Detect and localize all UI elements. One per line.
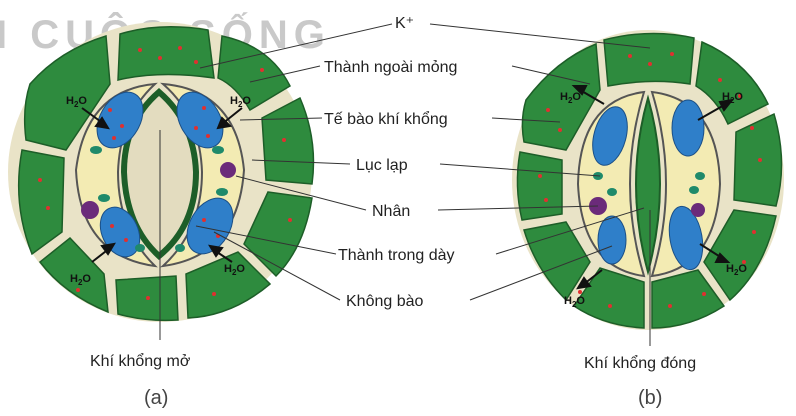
panel-label-a: (a) (144, 387, 168, 409)
chloroplast (216, 188, 228, 196)
chloroplast (98, 194, 110, 202)
label-guard-cell: Tế bào khí khổng (324, 110, 448, 128)
chloroplast (695, 172, 705, 180)
chloroplast (175, 244, 185, 252)
chloroplast (212, 146, 224, 154)
vacuole (598, 216, 626, 264)
label-nucleus: Nhân (372, 203, 410, 220)
label-vacuole: Không bào (346, 293, 424, 310)
nucleus (81, 201, 99, 219)
label-inner-wall: Thành trong dày (338, 247, 455, 264)
panel-label-b: (b) (638, 387, 662, 409)
label-chloroplast: Lục lạp (356, 157, 408, 174)
chloroplast (135, 244, 145, 252)
vacuole (672, 100, 704, 156)
chloroplast (90, 146, 102, 154)
open-stoma-figure: H2O H2O H2O H2O (8, 22, 314, 322)
chloroplast (607, 188, 617, 196)
label-ion: K⁺ (395, 15, 414, 32)
caption-closed: Khí khổng đóng (584, 354, 696, 372)
label-outer-wall: Thành ngoài mỏng (324, 59, 457, 76)
chloroplast (689, 186, 699, 194)
epidermal-cell (118, 27, 214, 80)
nucleus (220, 162, 236, 178)
nucleus (691, 203, 705, 217)
epidermal-cell (517, 152, 562, 220)
epidermal-cell (604, 33, 694, 86)
caption-open: Khí khổng mở (90, 352, 191, 370)
